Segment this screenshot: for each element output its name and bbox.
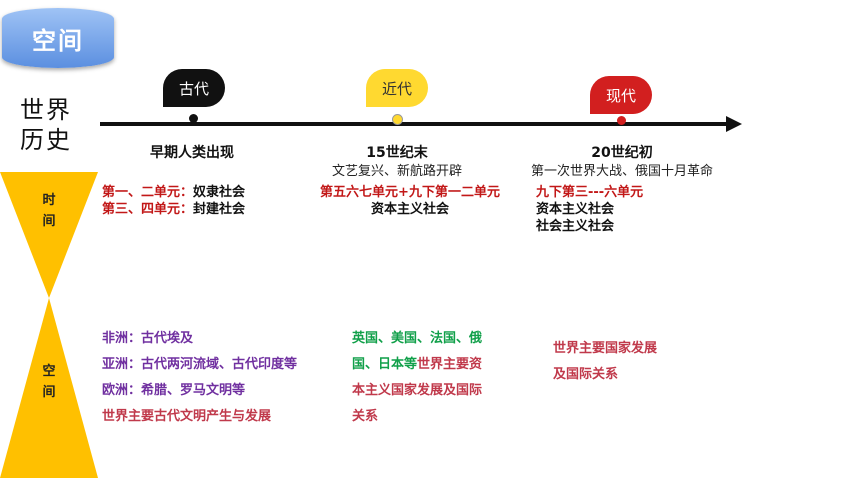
era-dot-ancient: [189, 114, 198, 123]
era-flag-contemporary: 现代: [590, 76, 652, 114]
era-title-modern: 15世纪末: [366, 145, 428, 161]
space-label: 空 间: [42, 364, 56, 400]
era-dot-contemporary: [617, 116, 626, 125]
era-flag-ancient: 古代: [163, 69, 225, 107]
time-ancient: 第一、二单元：奴隶社会 第三、四单元：封建社会: [102, 185, 246, 217]
space-ancient: 非洲：古代埃及 亚洲：古代两河流域、古代印度等 欧洲：希腊、罗马文明等 世界主要…: [102, 331, 298, 424]
era-subtitle-contemporary: 第一次世界大战、俄国十月革命: [530, 164, 713, 179]
era-title-contemporary: 20世纪初: [591, 145, 653, 161]
space-contemporary: 世界主要国家发展 及国际关系: [553, 341, 658, 382]
era-dot-modern: [392, 114, 403, 125]
side-title-line2: 历史: [20, 126, 72, 154]
space-badge: 空间: [2, 8, 114, 68]
era-flag-modern: 近代: [366, 69, 428, 107]
side-title-line1: 世界: [20, 96, 72, 124]
time-modern: 第五六七单元+九下第一二单元 资本主义社会: [320, 185, 500, 217]
side-title: 世界 历史: [20, 95, 90, 155]
hourglass-top: [0, 172, 98, 298]
time-label: 时 间: [42, 193, 56, 229]
era-subtitle-modern: 文艺复兴、新航路开辟: [331, 164, 462, 179]
era-title-ancient: 早期人类出现: [150, 145, 234, 161]
space-modern: 英国、美国、法国、俄 国、日本等世界主要资 本主义国家发展及国际 关系: [352, 331, 483, 424]
time-contemporary: 九下第三---六单元 资本主义社会 社会主义社会: [536, 185, 644, 234]
hourglass-bottom: [0, 298, 98, 478]
